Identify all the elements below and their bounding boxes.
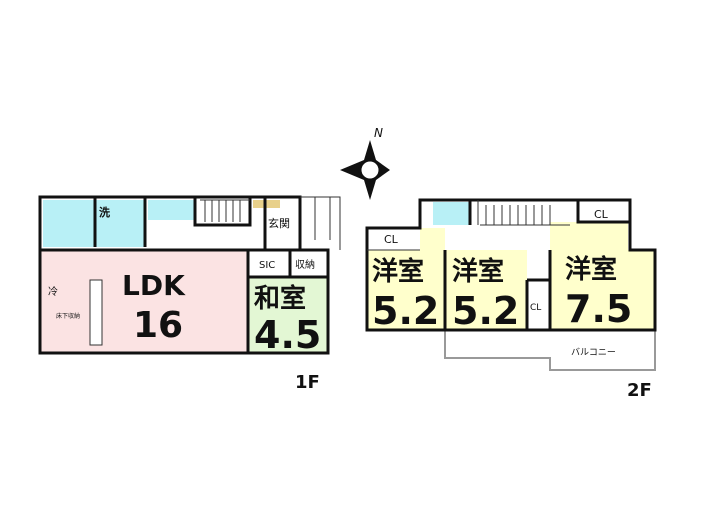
youshitsu-3 — [550, 250, 655, 330]
balcony — [444, 329, 656, 371]
washitsu-name: 和室 — [254, 283, 306, 314]
room-1-size: 5.2 — [372, 289, 439, 333]
sic-label: SIC — [259, 260, 275, 271]
floor-1: LDK 16 和室 4.5 洗 玄関 SIC 収納 冷 床下収納 1F — [38, 195, 341, 393]
balcony-label: バルコニー — [571, 347, 616, 358]
closet-label-3: CL — [530, 303, 541, 313]
room-2-name: 洋室 — [452, 256, 504, 287]
ldk-size: 16 — [133, 305, 183, 346]
washitsu-room — [248, 277, 328, 353]
room-3-size: 7.5 — [565, 287, 632, 331]
entrance-label: 玄関 — [268, 216, 290, 230]
kitchen-counter — [89, 279, 103, 346]
room-2-size: 5.2 — [452, 289, 519, 333]
closet-label-2: CL — [594, 208, 609, 221]
underfloor-label: 床下収納 — [56, 312, 80, 320]
compass-icon: N — [340, 126, 390, 200]
wash-label: 洗 — [99, 205, 110, 219]
floor-2-label: 2F — [627, 380, 652, 401]
youshitsu-1 — [367, 250, 445, 330]
north-label: N — [374, 126, 383, 140]
floor-2: CL CL CL 洋室 5.2 洋室 5.2 洋室 7.5 バルコニー 2F — [365, 198, 657, 401]
storage-label: 収納 — [295, 258, 315, 271]
toilet-room — [148, 200, 195, 220]
toilet-2f — [433, 202, 470, 225]
washitsu-size: 4.5 — [254, 313, 321, 357]
floor-1-label: 1F — [295, 372, 320, 393]
ldk-room — [40, 250, 248, 353]
room-3-name: 洋室 — [565, 254, 617, 285]
washroom — [95, 200, 145, 247]
closet-label-1: CL — [384, 233, 399, 246]
fridge-label: 冷 — [48, 285, 58, 298]
room-1-name: 洋室 — [372, 256, 424, 287]
youshitsu-2 — [445, 250, 527, 330]
bath-room — [43, 200, 95, 247]
ldk-name: LDK — [122, 269, 186, 302]
